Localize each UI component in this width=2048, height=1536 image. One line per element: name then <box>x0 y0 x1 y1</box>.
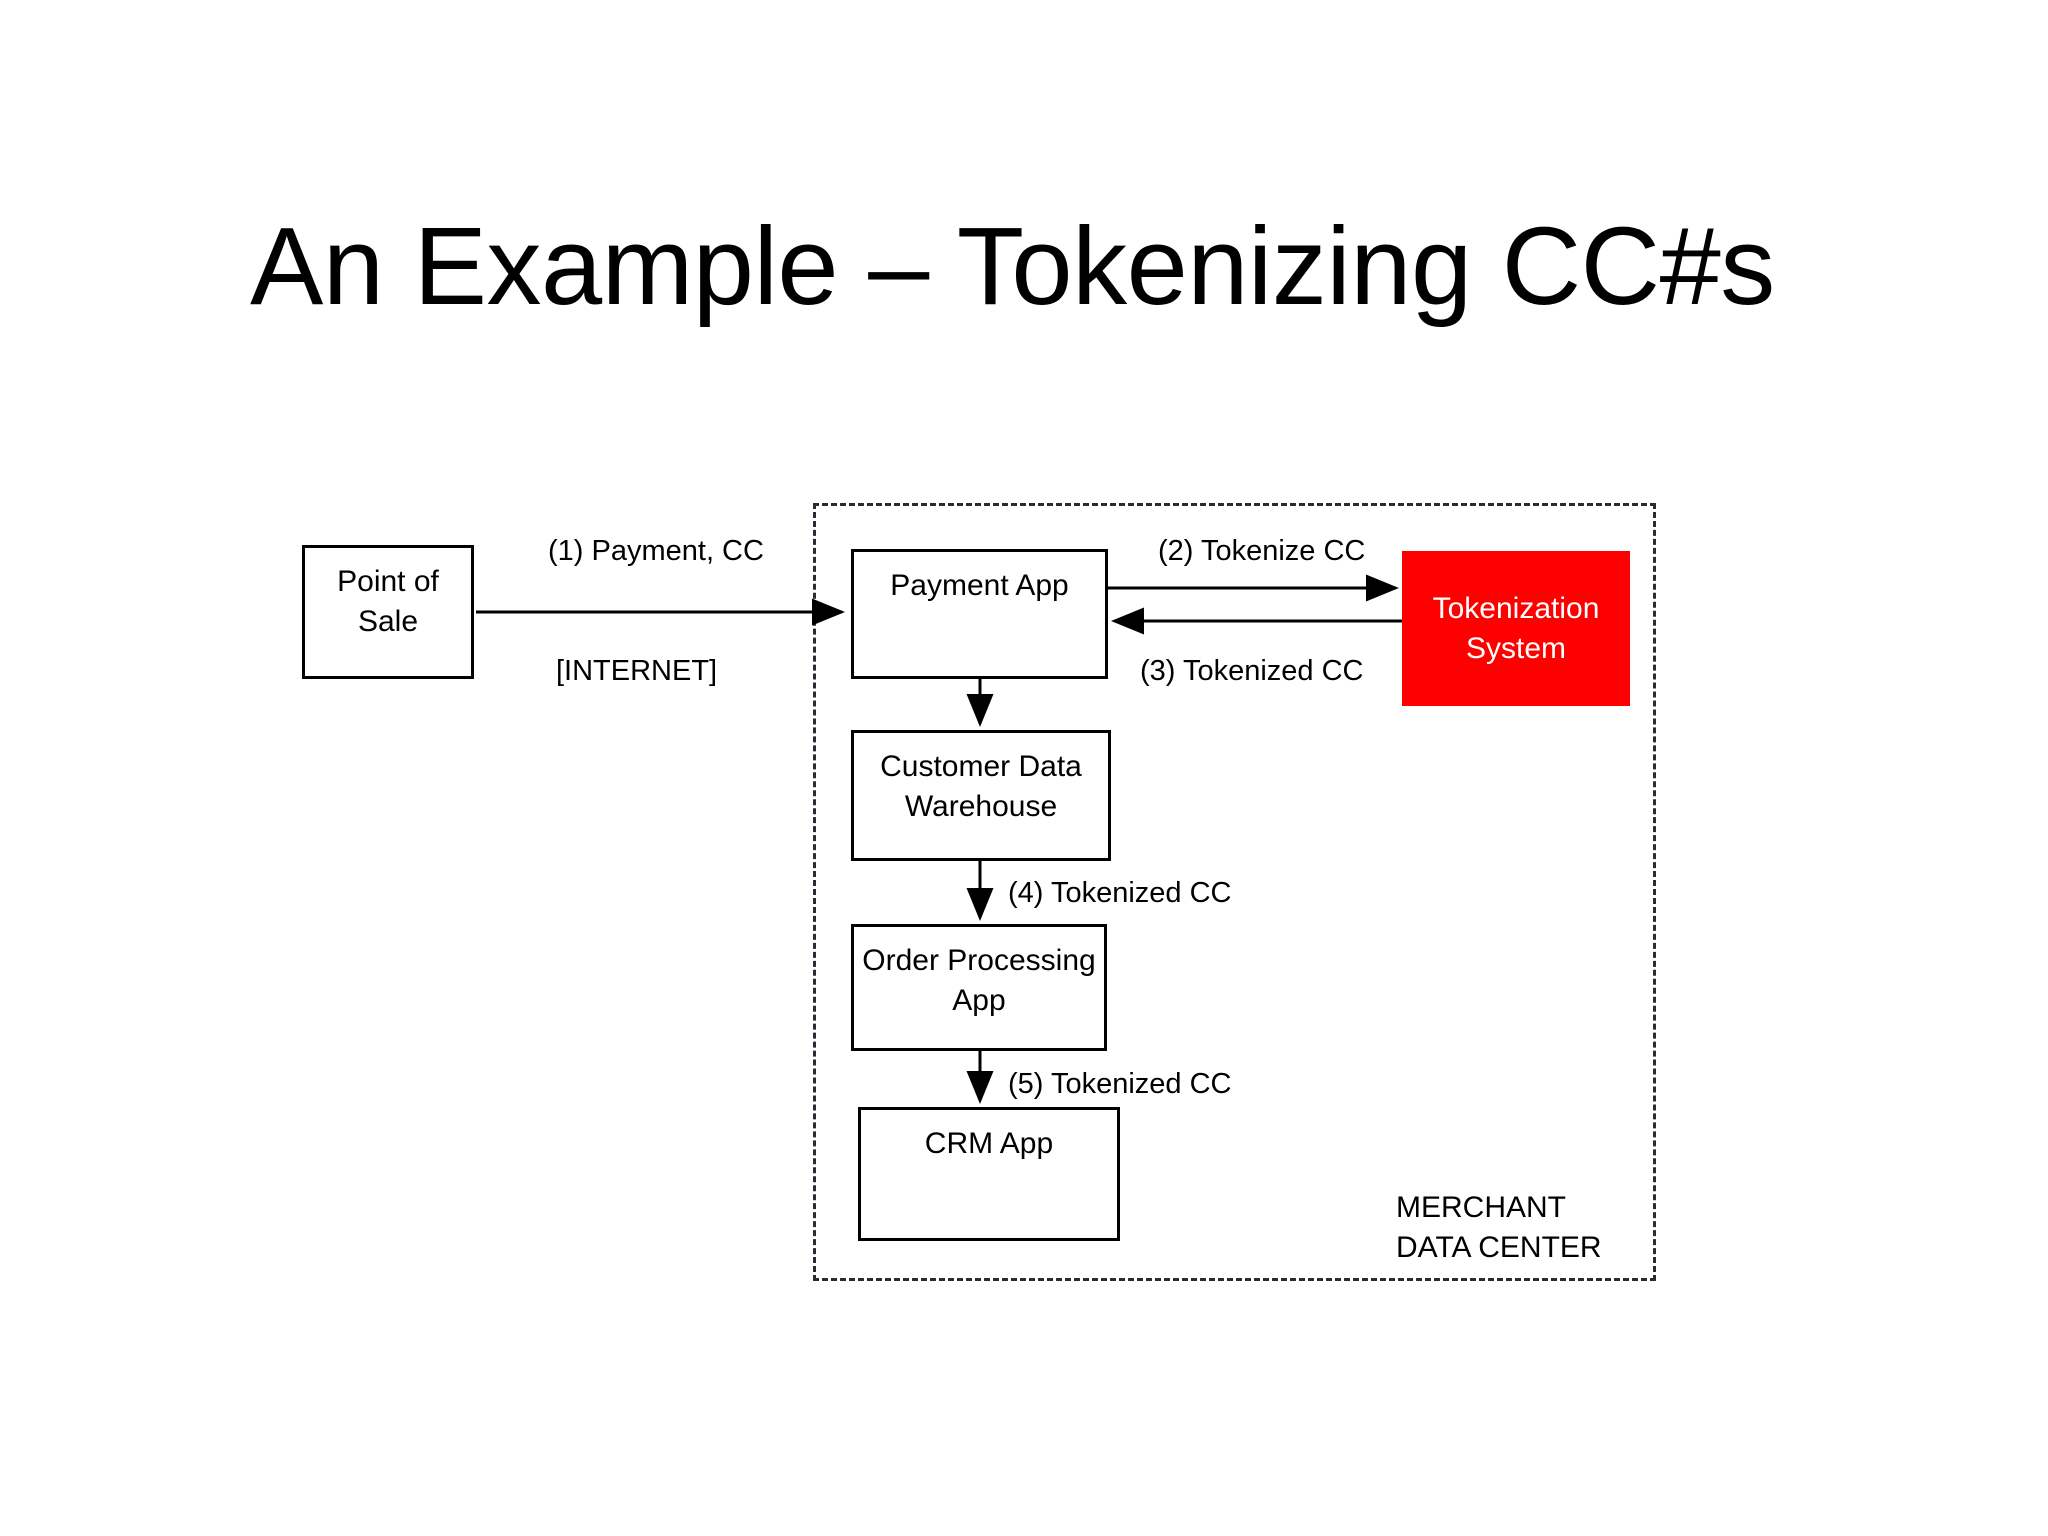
node-point-of-sale[interactable]: Point of Sale <box>302 545 474 679</box>
edge-label-step-5: (5) Tokenized CC <box>1008 1068 1232 1100</box>
node-customer-data-warehouse[interactable]: Customer Data Warehouse <box>851 730 1111 861</box>
node-customer-data-warehouse-label: Customer Data Warehouse <box>880 750 1082 823</box>
merchant-data-center-boundary <box>813 503 1656 1281</box>
page-title: An Example – Tokenizing CC#s <box>250 204 1775 328</box>
node-order-processing-app-label: Order Processing App <box>862 944 1096 1017</box>
node-crm-app-label: CRM App <box>924 1127 1054 1160</box>
edge-label-step-1: (1) Payment, CC <box>548 535 764 567</box>
edge-label-step-4: (4) Tokenized CC <box>1008 877 1232 909</box>
edge-label-step-2: (2) Tokenize CC <box>1158 535 1366 567</box>
node-tokenization-system-label: Tokenization System <box>1432 591 1600 665</box>
edge-label-internet: [INTERNET] <box>556 655 718 687</box>
node-crm-app[interactable]: CRM App <box>858 1107 1120 1241</box>
edge-label-step-3: (3) Tokenized CC <box>1140 655 1364 687</box>
merchant-data-center-label: MERCHANT DATA CENTER <box>1396 1191 1602 1264</box>
node-order-processing-app[interactable]: Order Processing App <box>851 924 1107 1051</box>
node-point-of-sale-label: Point of Sale <box>337 565 439 638</box>
node-payment-app-label: Payment App <box>890 569 1069 602</box>
node-payment-app[interactable]: Payment App <box>851 549 1108 679</box>
node-tokenization-system[interactable]: Tokenization System <box>1402 551 1630 706</box>
